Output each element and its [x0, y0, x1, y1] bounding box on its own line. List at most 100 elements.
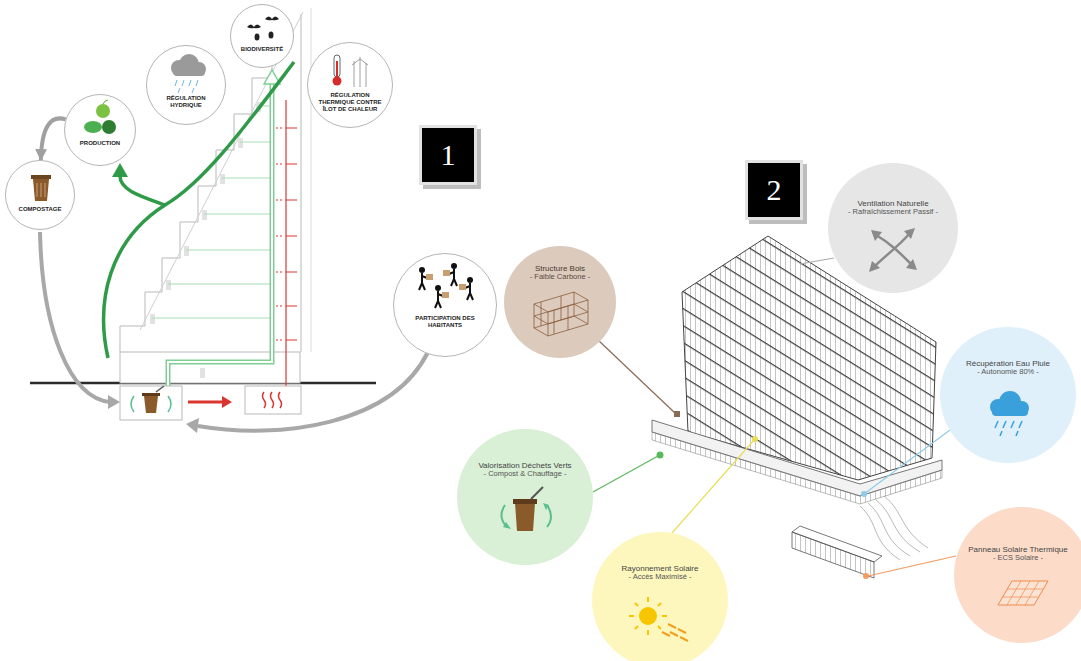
- building-3d: [868, 503, 910, 556]
- part-icon: [467, 277, 473, 283]
- strategy-circle: Structure Bois- Faible Carbone -: [504, 246, 616, 358]
- pan-icon: [1002, 581, 1043, 605]
- building-3d: [792, 532, 874, 578]
- compost-box: [120, 386, 182, 420]
- vegetation-arrow: [104, 62, 294, 358]
- text-group: Ventilation Naturelle- Rafraîchissement …: [834, 199, 952, 217]
- therm-icon: [334, 55, 340, 77]
- bois-icon: [534, 292, 588, 336]
- compost-box: [142, 393, 160, 396]
- cycle-arrow: [108, 395, 120, 409]
- benefit-circle: COMPOSTAGE: [5, 160, 75, 230]
- node-title: PRODUCTION: [70, 140, 130, 147]
- leader-lines: [598, 340, 676, 414]
- building-3d: [652, 100, 960, 578]
- benefit-circle: RÉGULATION THERMIQUE CONTRE ÎLOT DE CHAL…: [307, 42, 393, 128]
- part-icon: [419, 273, 427, 290]
- building-section: [150, 314, 155, 324]
- compost-box: [120, 386, 182, 420]
- bio-icon: [231, 5, 295, 69]
- compost-box: [144, 396, 158, 413]
- prod-icon: [96, 104, 110, 118]
- comp-icon: [31, 175, 51, 179]
- node-subtitle: - Autonomie 80% -: [949, 368, 1067, 377]
- therm-icon: [352, 57, 368, 87]
- leader-lines: [672, 440, 754, 533]
- building-3d: [884, 496, 928, 548]
- text-group: PRODUCTION: [70, 140, 130, 147]
- building-section: [200, 368, 205, 378]
- heat-transfer-arrow: [222, 396, 232, 408]
- bio-icon: [247, 25, 261, 29]
- heat-transfer-arrow: [188, 396, 232, 408]
- node-title: BIODIVERSITÉ: [234, 46, 290, 53]
- cycle-connector: [41, 118, 66, 160]
- part-icon: [443, 270, 450, 276]
- ray-icon: [629, 597, 667, 635]
- valo-icon: [501, 505, 551, 527]
- text-group: Valorisation Déchets Verts- Compost & Ch…: [464, 461, 586, 479]
- vent-icon: [869, 228, 917, 272]
- heat-lines: [286, 128, 297, 340]
- part-icon: [442, 292, 449, 298]
- leader-lines: [800, 258, 834, 264]
- leader-lines: [863, 573, 869, 579]
- node-title: 1: [422, 138, 474, 173]
- building-section: [150, 102, 261, 378]
- heat-box: [245, 386, 301, 414]
- hyd-icon: [175, 80, 198, 93]
- node-title: RÉGULATION THERMIQUE CONTRE ÎLOT DE CHAL…: [318, 92, 382, 113]
- building-section: [301, 14, 302, 352]
- benefit-circle: BIODIVERSITÉ: [230, 4, 294, 68]
- benefit-circle: RÉGULATION HYDRIQUE: [146, 45, 226, 125]
- building-section: [311, 8, 312, 352]
- building-3d: [660, 100, 960, 520]
- building-3d: [860, 506, 900, 560]
- vegetation-arrow: [112, 163, 128, 177]
- building-3d: [860, 496, 928, 560]
- therm-icon: [336, 61, 338, 77]
- valo-icon: [531, 487, 543, 499]
- pan-icon: [998, 581, 1048, 605]
- node-subtitle: - Faible Carbone -: [513, 273, 607, 282]
- ray-icon: [629, 597, 667, 635]
- node-title: Structure Bois: [513, 264, 607, 273]
- valo-icon: [543, 503, 549, 510]
- part-icon: [451, 263, 457, 269]
- eau-icon: [995, 421, 1022, 436]
- text-group: BIODIVERSITÉ: [234, 46, 290, 53]
- comp-icon: [37, 183, 45, 197]
- text-group: 1: [422, 138, 474, 173]
- cycle-arrow: [186, 418, 199, 433]
- node-title: PARTICIPATION DES HABITANTS: [407, 315, 483, 329]
- heat-transfer-arrow: [188, 401, 224, 404]
- valo-icon: [515, 503, 535, 531]
- vegetation-arrow: [120, 176, 165, 205]
- pan-icon: [954, 507, 1081, 643]
- node-subtitle: - Rafraîchissement Passif -: [834, 208, 952, 217]
- heat-box: [263, 392, 282, 408]
- prod-icon: [102, 120, 116, 134]
- text-group: RÉGULATION THERMIQUE CONTRE ÎLOT DE CHAL…: [318, 92, 382, 113]
- building-section: [120, 8, 311, 383]
- benefit-circle: PARTICIPATION DES HABITANTS: [393, 253, 497, 357]
- strategy-circle: Valorisation Déchets Verts- Compost & Ch…: [457, 429, 593, 565]
- text-group: COMPOSTAGE: [10, 206, 70, 213]
- text-group: RÉGULATION HYDRIQUE: [156, 95, 216, 109]
- hyd-icon: [175, 80, 198, 93]
- cycle-arrow: [40, 232, 110, 402]
- ray-icon: [662, 624, 688, 641]
- ray-icon: [592, 532, 728, 661]
- cycle-arrow: [198, 352, 428, 431]
- node-title: COMPOSTAGE: [10, 206, 70, 213]
- strategy-circle: Rayonnement Solaire- Accès Maximisé -: [592, 532, 728, 661]
- leader-lines: [593, 258, 956, 579]
- valo-icon: [457, 429, 593, 565]
- part-icon: [426, 270, 466, 298]
- vent-icon: [874, 233, 912, 267]
- pan-icon: [1002, 581, 1043, 605]
- text-group: PARTICIPATION DES HABITANTS: [407, 315, 483, 329]
- cycle-arrow: [40, 232, 428, 433]
- compost-box: [156, 386, 164, 392]
- heat-box: [245, 386, 301, 414]
